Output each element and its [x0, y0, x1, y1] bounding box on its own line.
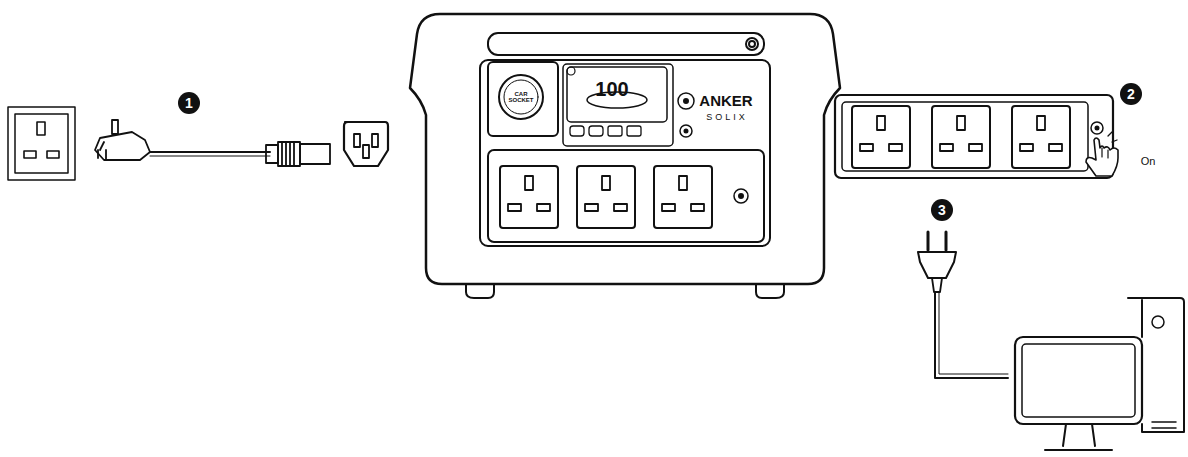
display-reading: 100 — [595, 79, 628, 99]
power-strip — [835, 95, 1118, 178]
port-label: CAR SOCKET — [507, 91, 535, 103]
wall-socket — [8, 107, 75, 180]
brand-name: SOLIX — [706, 113, 748, 122]
callout-number: 1 — [178, 92, 200, 114]
computer — [918, 232, 1184, 450]
brand-name: ANKER — [699, 93, 752, 108]
power-station — [410, 14, 840, 298]
switch-label: On — [1141, 156, 1156, 167]
callout-number: 2 — [1120, 83, 1142, 105]
callout-number: 3 — [931, 199, 953, 221]
ac-inlet — [344, 122, 388, 166]
uk-plug — [95, 120, 330, 166]
